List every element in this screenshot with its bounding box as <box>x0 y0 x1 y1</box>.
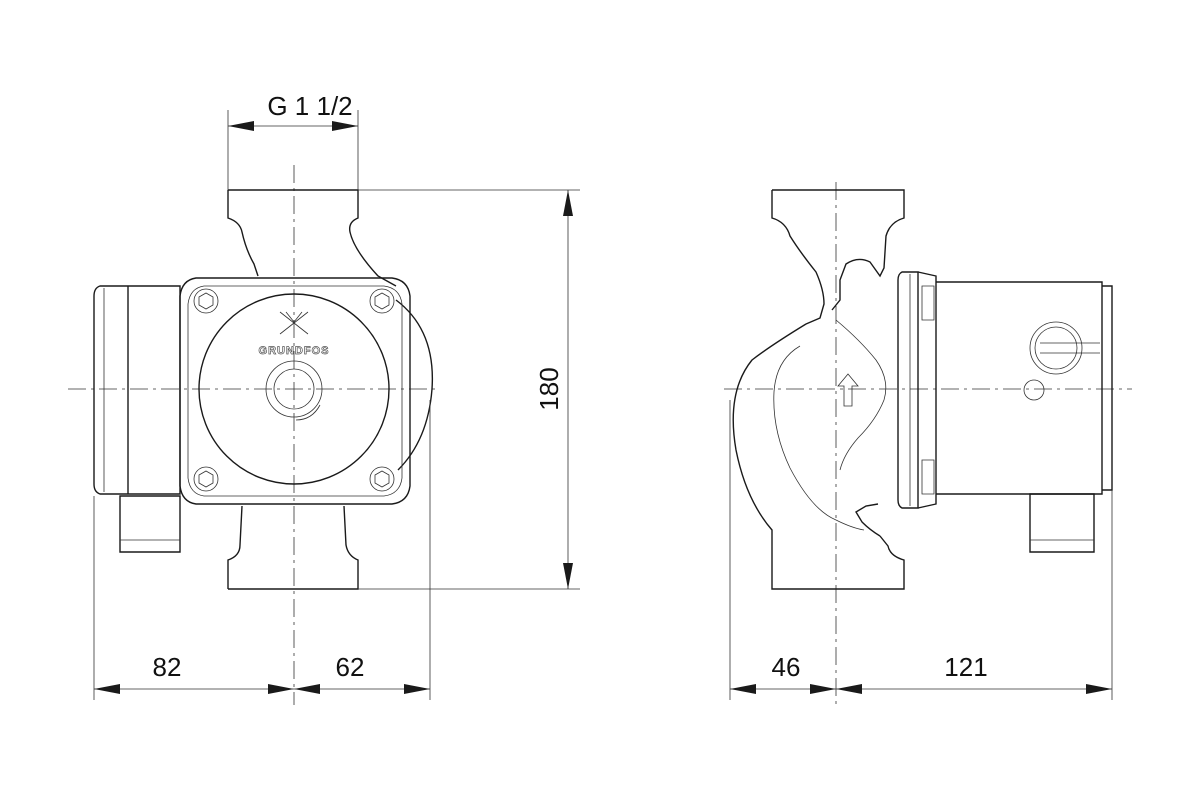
side-collar-bolt-top <box>921 285 935 321</box>
side-motor-housing <box>936 281 1103 495</box>
side-volute-inner <box>773 345 865 531</box>
side-vent-screw <box>1029 321 1100 375</box>
front-bolt-top-left <box>193 288 219 314</box>
front-stator-circle <box>198 293 390 485</box>
front-cable-gland <box>119 495 181 553</box>
dim-connection-label: G 1 1/2 <box>267 91 352 121</box>
dim-left-width-label: 82 <box>153 652 182 682</box>
side-inlet-curve <box>835 319 887 471</box>
side-pump-body <box>732 189 905 590</box>
side-collar-bolt-bottom <box>921 459 935 495</box>
side-flange-plate <box>897 271 919 509</box>
dim-right-width-label: 62 <box>336 652 365 682</box>
front-motor-plate <box>179 277 411 505</box>
front-motor-plate-inner <box>187 285 403 497</box>
side-flange-collar <box>917 271 937 509</box>
dim-right-width: 62 <box>294 652 430 694</box>
front-bolt-bottom-left <box>193 466 219 492</box>
front-rotor-cap-inner <box>273 368 315 410</box>
dim-side-right-depth: 121 <box>836 652 1112 694</box>
front-upper-flange <box>227 189 397 287</box>
front-view: GRUNDFOS G 1 1/2 180 <box>68 91 580 705</box>
side-end-cap <box>1102 285 1113 491</box>
front-volute-outline <box>395 299 434 471</box>
dim-height: 180 <box>534 190 573 589</box>
brand-logo-mark <box>279 311 309 335</box>
front-rotor-cap-outer <box>265 360 323 418</box>
dim-side-left-depth: 46 <box>730 652 836 694</box>
side-flow-arrow-icon <box>837 373 859 407</box>
dim-side-right-depth-label: 121 <box>944 652 987 682</box>
front-lower-flange <box>227 505 359 590</box>
dim-connection: G 1 1/2 <box>228 91 358 131</box>
side-indicator-light <box>1023 379 1045 401</box>
front-rotation-arrow <box>295 404 321 421</box>
brand-logo-text: GRUNDFOS <box>259 345 330 357</box>
front-bolt-bottom-right <box>369 466 395 492</box>
front-bolt-top-right <box>369 288 395 314</box>
side-view: 46 121 <box>724 182 1132 705</box>
side-terminal-box <box>1029 493 1095 553</box>
dim-side-left-depth-label: 46 <box>772 652 801 682</box>
dim-height-label: 180 <box>534 367 564 410</box>
dim-left-width: 82 <box>94 652 294 694</box>
front-control-box <box>93 285 181 495</box>
